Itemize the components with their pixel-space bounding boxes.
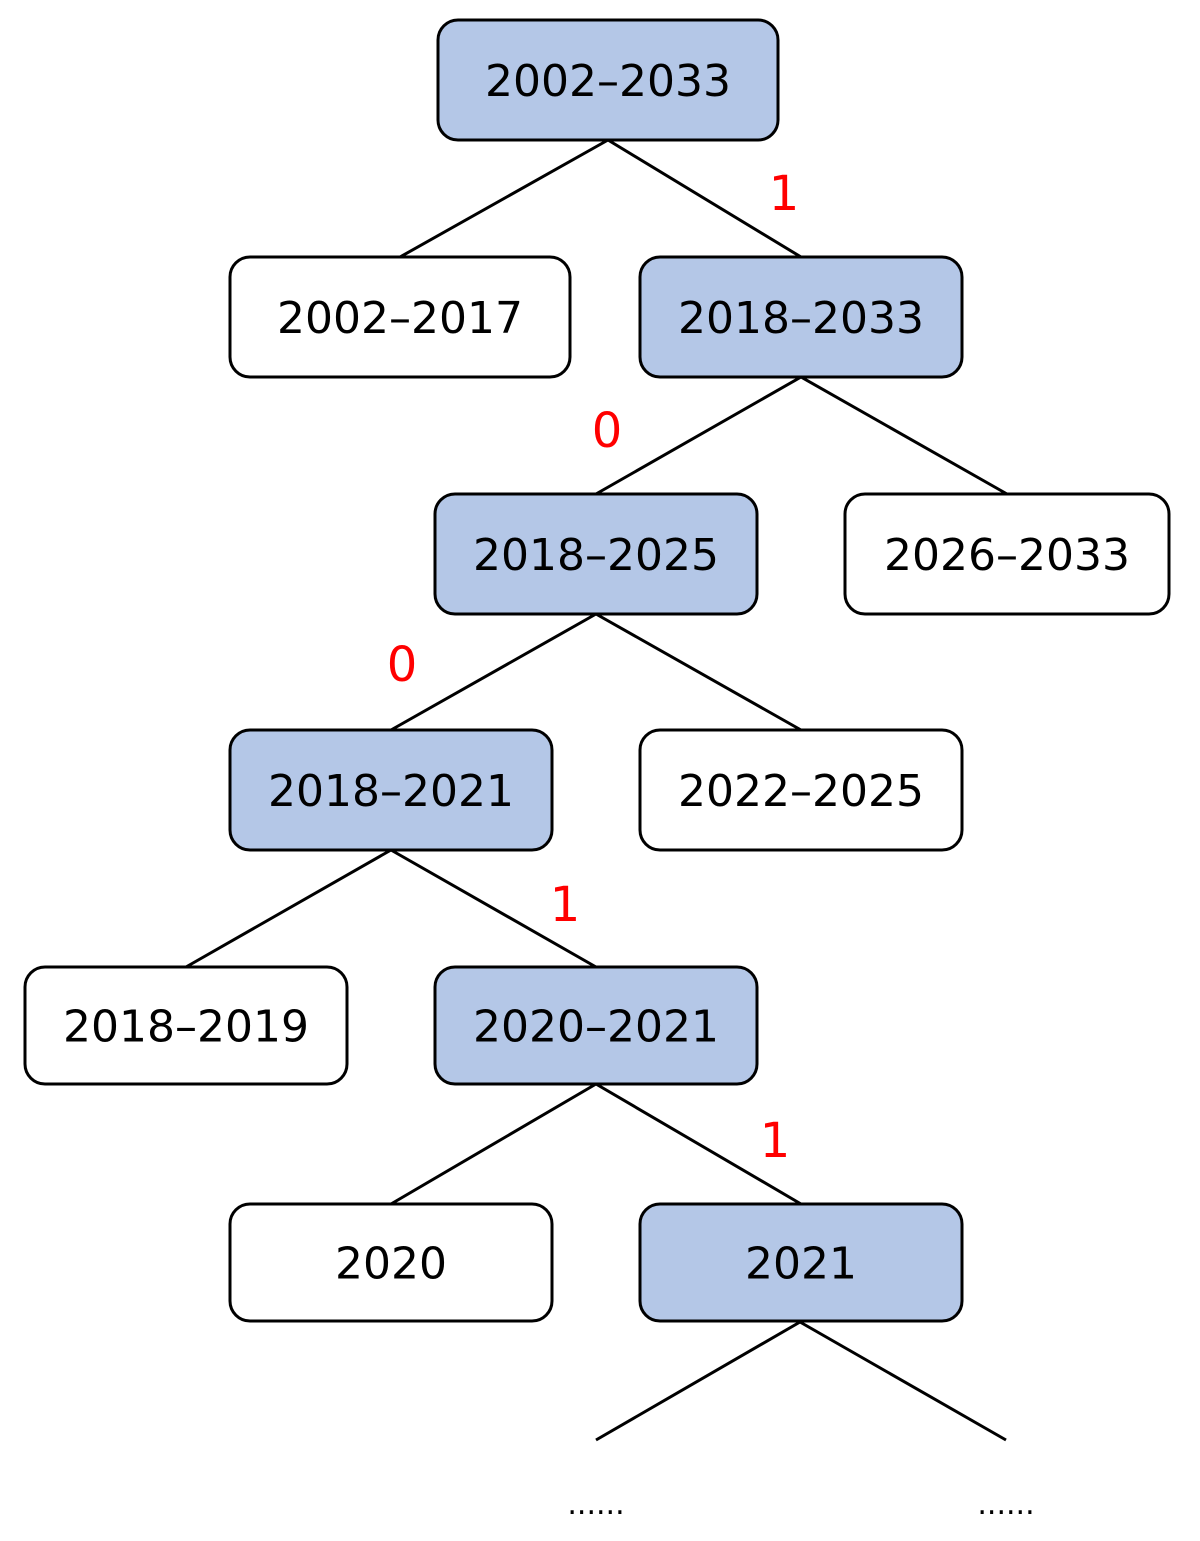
node-box [23,965,349,1086]
node-box [638,255,964,379]
tree-node-2002-2017: 2002–2017 [228,255,572,379]
continuation-edge-right [799,1320,1007,1442]
node-label: 2018–2025 [473,530,719,581]
node-box [433,965,759,1086]
tree-node-2018-2033-highlighted: 2018–2033 [638,255,964,379]
edge-labels-layer: 1 0 0 1 1 [387,166,800,1169]
tree-node-2021-highlighted: 2021 [638,1202,964,1323]
nodes-layer: 2002–2033 2002–2017 2018–2033 2018–2025 2026… [23,18,1171,1323]
node-box [228,255,572,379]
tree-node-2018-2025-highlighted: 2018–2025 [433,492,759,616]
ellipsis-left: ...... [567,1487,624,1522]
edge-2018-2025-to-2022-2025 [595,612,802,732]
continuation-edge-left [595,1320,801,1442]
edge-2002-2033-to-2018-2033 [607,138,802,259]
edge-label-bit: 1 [769,166,800,222]
node-label: 2002–2033 [485,56,731,107]
tree-node-2022-2025: 2022–2025 [638,728,964,852]
node-box [228,728,554,852]
node-box [433,492,759,616]
edge-2018-2025-to-2018-2021 [390,612,597,732]
continuation-layer: ...... ...... [567,1320,1035,1522]
tree-node-2018-2019: 2018–2019 [23,965,349,1086]
node-box [843,492,1171,616]
node-label: 2021 [745,1239,857,1290]
node-box [638,728,964,852]
tree-node-2020: 2020 [228,1202,554,1323]
node-label: 2018–2021 [268,766,514,817]
tree-node-2026-2033: 2026–2033 [843,492,1171,616]
node-label: 2020–2021 [473,1002,719,1053]
edge-label-bit: 0 [387,637,418,693]
node-label: 2022–2025 [678,766,924,817]
edges-layer [185,138,1008,1206]
node-box [436,18,780,142]
edge-label-bit: 0 [592,403,623,459]
tree-node-2018-2021-highlighted: 2018–2021 [228,728,554,852]
edge-label-bit: 1 [760,1113,791,1169]
edge-2020-2021-to-2021 [595,1082,802,1206]
node-box [228,1202,554,1323]
edge-2018-2033-to-2026-2033 [800,375,1008,496]
node-label: 2018–2033 [678,293,924,344]
node-label: 2018–2019 [63,1002,309,1053]
edge-2002-2033-to-2002-2017 [399,138,609,259]
ellipsis-right: ...... [977,1487,1034,1522]
edge-2020-2021-to-2020 [390,1082,597,1206]
node-label: 2026–2033 [884,530,1130,581]
node-label: 2020 [335,1239,447,1290]
edge-2018-2021-to-2018-2019 [185,848,392,969]
tree-node-2020-2021-highlighted: 2020–2021 [433,965,759,1086]
edge-2018-2021-to-2020-2021 [390,848,597,969]
tree-node-2002-2033-highlighted: 2002–2033 [436,18,780,142]
node-label: 2002–2017 [277,293,523,344]
edge-2018-2033-to-2018-2025 [595,375,802,496]
edge-label-bit: 1 [550,877,581,933]
